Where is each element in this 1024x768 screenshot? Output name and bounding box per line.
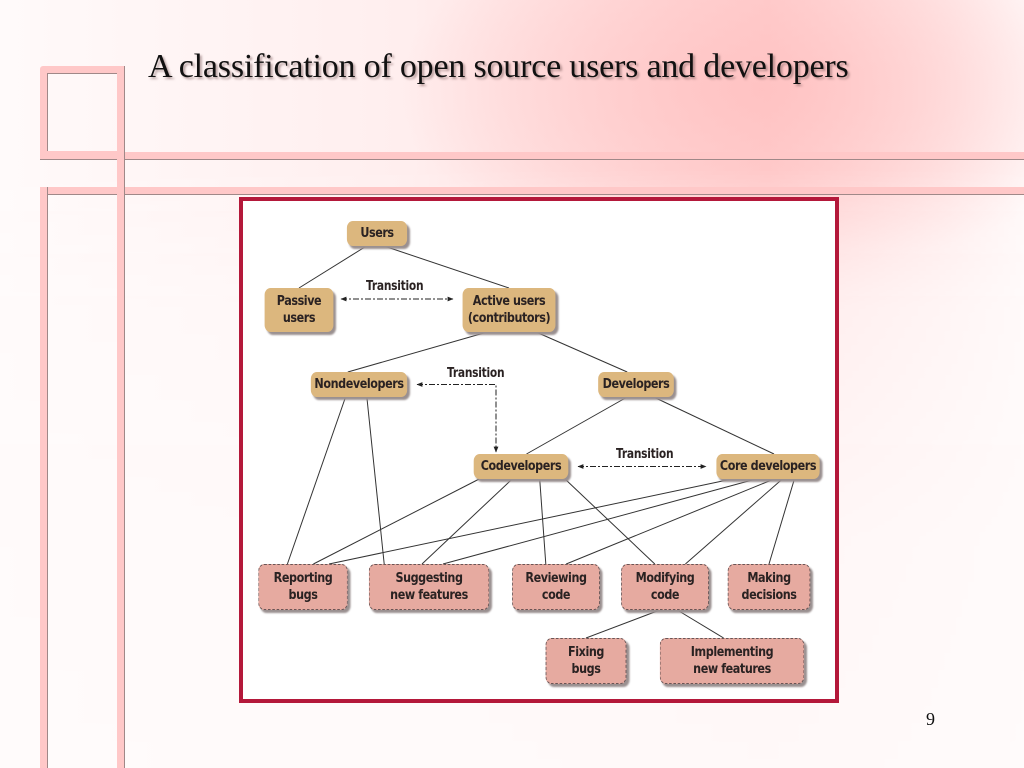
node-passive-users: Passive users <box>264 288 334 332</box>
edge-developers-core_developers <box>653 396 775 455</box>
deco-hline-bottom <box>40 187 1024 194</box>
diagram-edges <box>286 245 795 639</box>
node-suggesting-features: Suggesting new features <box>368 564 490 610</box>
edge-modifying_code-implementing_features <box>676 609 724 639</box>
edge-active_users-developers <box>535 331 628 373</box>
edge-codevelopers-modifying_code <box>564 478 656 565</box>
node-core-developers: Core developers <box>716 454 820 479</box>
edge-core_developers-reporting_bugs <box>328 478 733 565</box>
transition-label-passive-active: Transition <box>366 279 424 294</box>
node-users: Users <box>346 221 408 246</box>
edge-core_developers-suggesting_features <box>442 478 757 565</box>
node-developers: Developers <box>598 372 674 397</box>
edge-core_developers-modifying_code <box>685 478 783 565</box>
node-modifying-code: Modifying code <box>621 564 709 610</box>
diagram-frame: Users Passive users Active users (contri… <box>239 197 839 703</box>
edge-developers-codevelopers <box>526 396 628 455</box>
node-making-decisions: Making decisions <box>727 564 811 610</box>
transition-arrow-nondev-codev <box>416 382 499 453</box>
transition-label-codev-core: Transition <box>616 447 674 462</box>
page-number: 9 <box>926 709 935 729</box>
deco-vline-inner <box>117 66 124 768</box>
edge-users-active_users <box>383 245 510 289</box>
edge-core_developers-making_decisions <box>768 478 795 565</box>
deco-hline-top <box>40 152 1024 159</box>
node-reviewing-code: Reviewing code <box>512 564 600 610</box>
node-implementing-features: Implementing new features <box>659 638 805 684</box>
edge-active_users-nondevelopers <box>347 331 488 373</box>
deco-vline-left <box>40 187 47 768</box>
node-nondevelopers: Nondevelopers <box>310 372 408 397</box>
edge-codevelopers-reporting_bugs <box>313 478 480 565</box>
node-codevelopers: Codevelopers <box>473 454 569 479</box>
transition-label-nondev-codev: Transition <box>447 366 505 381</box>
edge-users-passive_users <box>298 245 367 289</box>
slide-title: A classification of open source users an… <box>148 48 849 85</box>
node-reporting-bugs: Reporting bugs <box>258 564 348 610</box>
deco-square-top <box>40 66 124 158</box>
node-fixing-bugs: Fixing bugs <box>545 638 627 684</box>
edge-nondevelopers-reporting_bugs <box>286 396 347 565</box>
edge-codevelopers-suggesting_features <box>421 478 513 565</box>
edge-modifying_code-fixing_bugs <box>585 609 661 639</box>
edge-codevelopers-reviewing_code <box>539 478 547 565</box>
node-active-users: Active users (contributors) <box>462 288 556 332</box>
edge-nondevelopers-suggesting_features <box>366 396 385 565</box>
edge-core_developers-reviewing_code <box>566 478 775 565</box>
